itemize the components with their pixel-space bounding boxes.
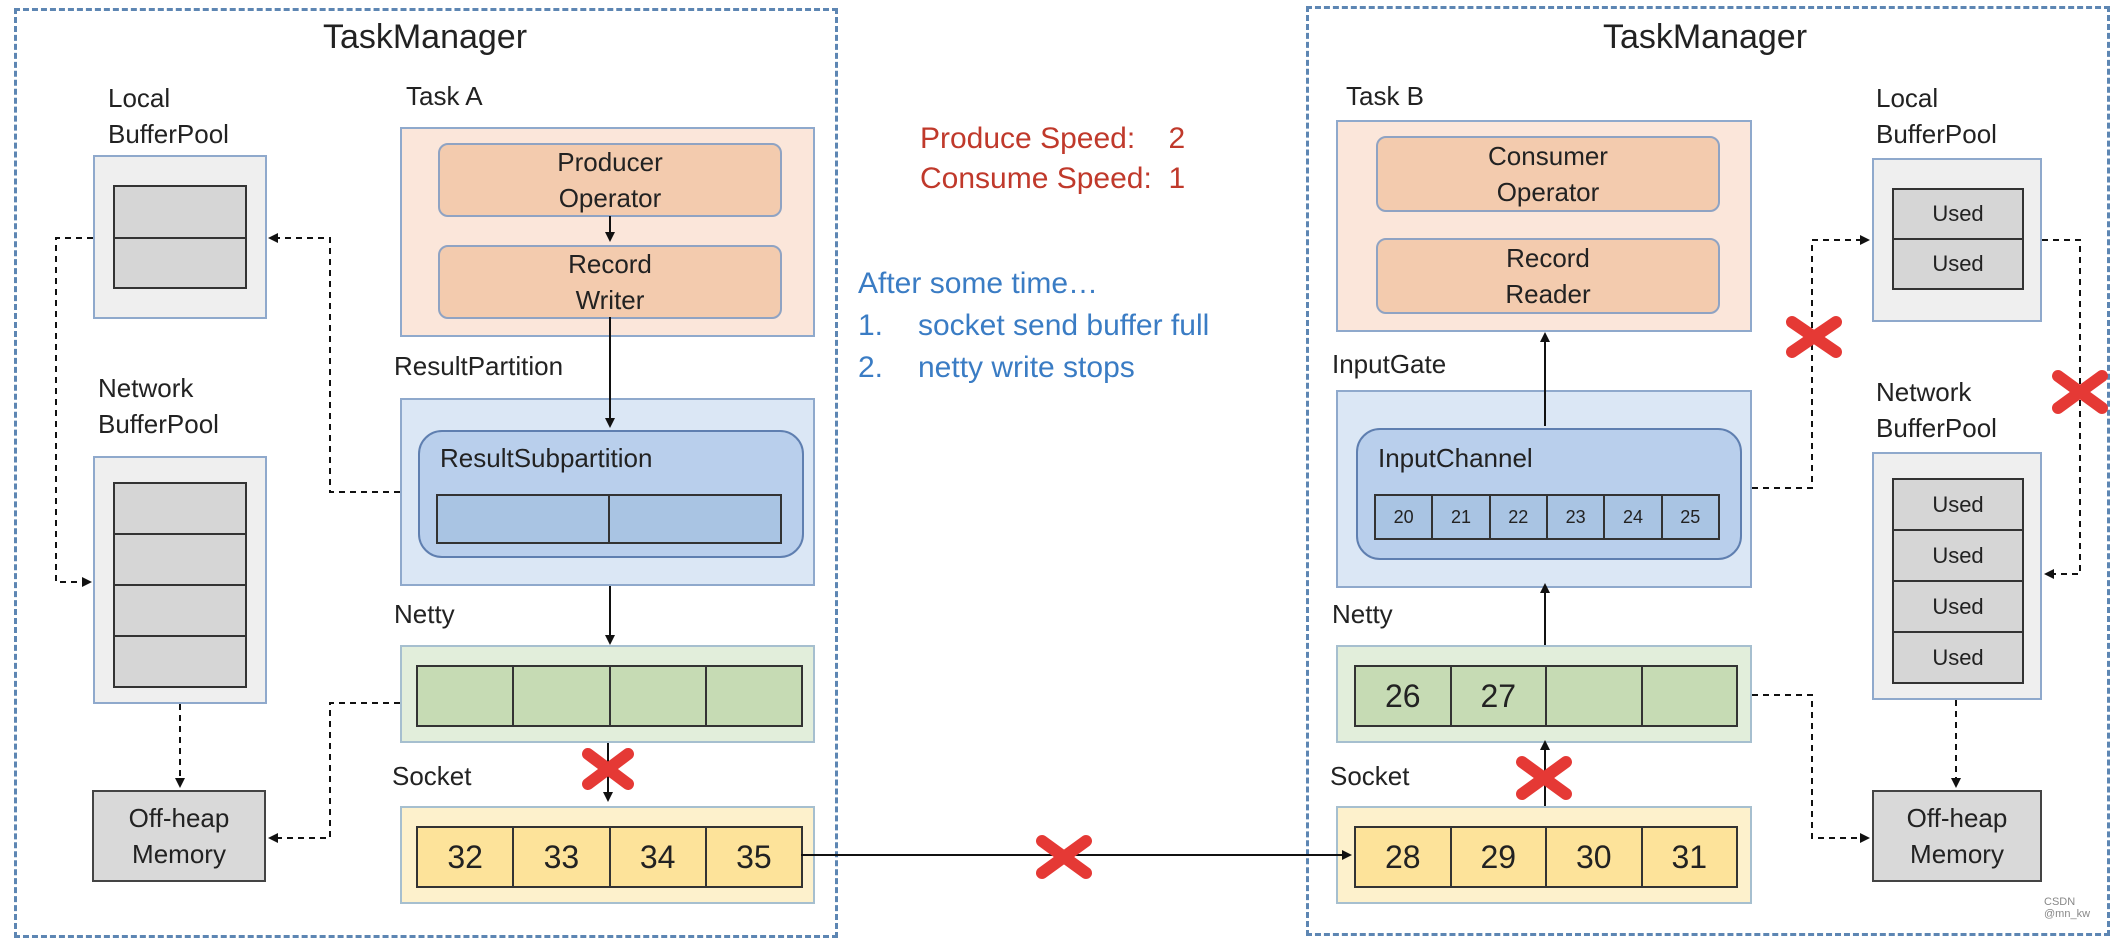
right-network-bufferpool-label: Network BufferPool <box>1876 377 1997 443</box>
consume-speed: Consume Speed: 1 <box>920 162 1186 195</box>
blocked-x-icon <box>2052 370 2108 414</box>
left-netty-box <box>400 645 815 743</box>
left-netty-buffers <box>416 665 803 727</box>
note-number-1: 1. <box>858 309 884 342</box>
socket-buffer-cell: 31 <box>1642 828 1736 886</box>
channel-buffer-cell: 20 <box>1376 496 1434 538</box>
task-b-box: Consumer Operator Record Reader <box>1336 120 1752 332</box>
blocked-x-icon <box>1786 316 1842 358</box>
watermark: CSDN @mn_kw <box>2044 896 2091 920</box>
left-network-bufferpool-label: Network BufferPool <box>98 373 219 439</box>
record-writer: Record Writer <box>438 245 782 319</box>
netty-buffer-cell <box>1547 667 1643 725</box>
note-number-2: 2. <box>858 351 884 384</box>
blocked-x-icon <box>582 748 634 790</box>
right-network-bufferpool: Used Used Used Used <box>1872 452 2042 700</box>
used-buffer: Used <box>1892 631 2024 684</box>
note-text-1: socket send buffer full <box>918 309 1210 342</box>
dashed-arrow <box>55 237 93 587</box>
netty-buffer-cell <box>418 667 515 725</box>
netty-buffer-cell <box>1642 667 1736 725</box>
connector-overlay <box>55 216 2108 879</box>
result-subpartition-buffers <box>436 494 782 544</box>
netty-buffer-cell: 26 <box>1356 667 1452 725</box>
task-a-label: Task A <box>406 81 483 111</box>
right-socket-box: 28 29 30 31 <box>1336 806 1752 904</box>
task-a-box: Producer Operator Record Writer <box>400 127 815 337</box>
consumer-operator: Consumer Operator <box>1376 136 1720 212</box>
left-netty-label: Netty <box>394 599 455 629</box>
used-buffer: Used <box>1892 478 2024 531</box>
right-socket-label: Socket <box>1330 761 1410 791</box>
dashed-arrow <box>1752 235 1870 489</box>
used-buffer: Used <box>1892 529 2024 582</box>
record-reader: Record Reader <box>1376 238 1720 314</box>
netty-buffer-cell <box>706 667 801 725</box>
blocked-x-icon <box>1516 756 1572 800</box>
right-offheap-memory: Off-heap Memory <box>1872 790 2042 882</box>
input-channel: InputChannel 20 21 22 23 24 25 <box>1356 428 1742 560</box>
right-taskmanager-title: TaskManager <box>1602 18 1808 56</box>
dashed-arrow <box>2042 239 2081 579</box>
blocked-x-icon <box>1036 835 1092 879</box>
left-socket-box: 32 33 34 35 <box>400 806 815 904</box>
right-socket-buffers: 28 29 30 31 <box>1354 826 1738 888</box>
left-network-bufferpool <box>93 456 267 704</box>
left-local-bufferpool-label: Local BufferPool <box>108 83 229 149</box>
used-buffer: Used <box>1892 238 2024 290</box>
used-buffer: Used <box>1892 188 2024 240</box>
right-netty-box: 26 27 <box>1336 645 1752 743</box>
produce-speed: Produce Speed: 2 <box>920 122 1186 155</box>
right-netty-buffers: 26 27 <box>1354 665 1738 727</box>
result-subpartition-label: ResultSubpartition <box>440 443 653 473</box>
socket-buffer-cell: 34 <box>610 828 707 886</box>
left-socket-label: Socket <box>392 761 472 791</box>
right-local-bufferpool: Used Used <box>1872 158 2042 322</box>
socket-buffer-cell: 33 <box>514 828 611 886</box>
buffer-cell <box>438 496 610 542</box>
left-offheap-memory: Off-heap Memory <box>92 790 266 882</box>
channel-buffer-cell: 24 <box>1605 496 1663 538</box>
result-partition-label: ResultPartition <box>394 351 564 381</box>
socket-buffer-cell: 29 <box>1451 828 1547 886</box>
dashed-arrow <box>268 702 400 843</box>
buffer-cell <box>610 496 780 542</box>
socket-buffer-cell: 30 <box>1547 828 1643 886</box>
channel-buffer-cell: 21 <box>1433 496 1491 538</box>
input-channel-buffers: 20 21 22 23 24 25 <box>1374 494 1720 540</box>
note-text-2: netty write stops <box>918 351 1135 384</box>
input-gate-label: InputGate <box>1332 349 1447 379</box>
netty-buffer-cell: 27 <box>1451 667 1547 725</box>
netty-buffer-cell <box>514 667 611 725</box>
producer-operator: Producer Operator <box>438 143 782 217</box>
right-netty-label: Netty <box>1332 599 1393 629</box>
left-taskmanager-title: TaskManager <box>322 18 528 56</box>
right-local-bufferpool-label: Local BufferPool <box>1876 83 1997 149</box>
socket-buffer-cell: 28 <box>1356 828 1452 886</box>
result-partition-box: ResultSubpartition <box>400 398 815 586</box>
dashed-arrow <box>1752 694 1870 843</box>
task-b-label: Task B <box>1346 81 1425 111</box>
channel-buffer-cell: 25 <box>1662 496 1718 538</box>
socket-buffer-cell: 32 <box>418 828 515 886</box>
channel-buffer-cell: 23 <box>1547 496 1606 538</box>
left-socket-buffers: 32 33 34 35 <box>416 826 803 888</box>
left-local-bufferpool <box>93 155 267 319</box>
socket-buffer-cell: 35 <box>706 828 801 886</box>
channel-buffer-cell: 22 <box>1490 496 1548 538</box>
dashed-arrow <box>268 233 400 493</box>
netty-buffer-cell <box>610 667 707 725</box>
notes-heading: After some time… <box>858 267 1099 300</box>
result-subpartition: ResultSubpartition <box>418 430 804 558</box>
input-channel-label: InputChannel <box>1378 443 1533 473</box>
